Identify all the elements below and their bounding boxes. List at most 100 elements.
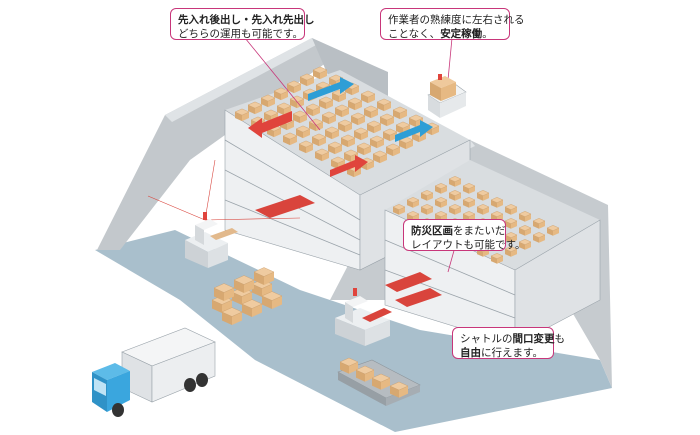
cargo-box bbox=[282, 132, 298, 146]
cargo-box bbox=[420, 204, 434, 215]
cargo-box bbox=[343, 149, 359, 163]
callout-stable-operation: 作業者の熟練度に左右される ことなく、安定稼働。 bbox=[380, 8, 525, 40]
cargo-box bbox=[504, 218, 518, 229]
callout-fire-line1-post: をまたいだ bbox=[453, 225, 506, 237]
cargo-box bbox=[234, 108, 250, 122]
cargo-box bbox=[353, 127, 369, 141]
callout-shuttle-line1-post: も bbox=[554, 333, 566, 345]
cargo-box bbox=[253, 267, 275, 285]
cargo-box bbox=[379, 113, 395, 127]
cargo-box bbox=[392, 106, 408, 120]
cargo-box bbox=[337, 119, 353, 133]
cargo-box bbox=[376, 98, 392, 112]
callout-stable-line2-bold: 安定稼働 bbox=[440, 28, 483, 40]
cargo-box bbox=[247, 101, 263, 115]
cargo-box bbox=[490, 253, 504, 264]
cargo-box bbox=[233, 275, 255, 293]
callout-shuttle-line1-bold: 間口変更 bbox=[512, 333, 555, 345]
cargo-box bbox=[318, 96, 334, 110]
cargo-box bbox=[241, 299, 263, 317]
truck bbox=[92, 327, 216, 417]
cargo-box bbox=[546, 225, 560, 236]
floor-pallet bbox=[211, 267, 283, 325]
cargo-box bbox=[295, 125, 311, 139]
cargo-box bbox=[389, 381, 409, 398]
cargo-box bbox=[299, 73, 315, 87]
cargo-box bbox=[518, 239, 532, 250]
callout-shuttle-width: シャトルの間口変更も 自由に行えます。 bbox=[452, 327, 565, 359]
callout-fifo-line1: 先入れ後出し・先入れ先出し bbox=[178, 14, 315, 26]
cargo-box bbox=[518, 225, 532, 236]
left-agv bbox=[185, 212, 238, 268]
cargo-box bbox=[490, 197, 504, 208]
cargo-box bbox=[276, 102, 292, 116]
cargo-box bbox=[324, 126, 340, 140]
cargo-box bbox=[340, 134, 356, 148]
right-rack bbox=[384, 160, 601, 346]
top-agv bbox=[427, 74, 467, 118]
callout-stable-line2-pre: ことなく、 bbox=[388, 28, 441, 40]
arrow-red-right-icon bbox=[330, 155, 368, 177]
cargo-box bbox=[221, 307, 243, 325]
cargo-box bbox=[369, 135, 385, 149]
cargo-box bbox=[347, 97, 363, 111]
cargo-box bbox=[406, 197, 420, 208]
cargo-box bbox=[504, 232, 518, 243]
cargo-box bbox=[312, 66, 328, 80]
left-wall bbox=[97, 38, 330, 250]
cargo-box bbox=[448, 190, 462, 201]
cargo-box bbox=[260, 94, 276, 108]
cargo-box bbox=[371, 373, 391, 390]
cargo-box bbox=[448, 176, 462, 187]
cargo-box bbox=[273, 87, 289, 101]
agv-laser-lines bbox=[147, 159, 301, 221]
cargo-box bbox=[363, 105, 379, 119]
cargo-box bbox=[385, 143, 401, 157]
direction-arrows bbox=[248, 77, 433, 177]
cargo-box bbox=[448, 204, 462, 215]
cargo-box bbox=[334, 104, 350, 118]
cargo-box bbox=[311, 133, 327, 147]
cargo-box bbox=[321, 111, 337, 125]
conveyor bbox=[337, 357, 421, 406]
callout-fire-line2: レイアウトも可能です。 bbox=[411, 239, 526, 251]
cargo-box bbox=[382, 128, 398, 142]
cargo-box bbox=[261, 291, 283, 309]
cargo-box bbox=[327, 141, 343, 155]
cargo-box bbox=[286, 80, 302, 94]
cargo-box bbox=[462, 183, 476, 194]
callout-fifo-line2: どちらの運用も可能です。 bbox=[178, 28, 303, 40]
cargo-box bbox=[360, 90, 376, 104]
cargo-box bbox=[532, 218, 546, 229]
cargo-box bbox=[434, 183, 448, 194]
callout-fifo: 先入れ後出し・先入れ先出し どちらの運用も可能です。 bbox=[170, 8, 315, 40]
cargo-box bbox=[355, 365, 375, 382]
cargo-box bbox=[504, 204, 518, 215]
callout-shuttle-line1-pre: シャトルの bbox=[460, 333, 513, 345]
shuttle-rails bbox=[255, 195, 442, 307]
cargo-box bbox=[356, 142, 372, 156]
arrow-red-left-icon bbox=[248, 111, 292, 138]
cargo-box bbox=[434, 197, 448, 208]
middle-agv bbox=[335, 288, 392, 346]
cargo-box bbox=[392, 204, 406, 215]
cargo-box bbox=[292, 110, 308, 124]
cargo-box bbox=[532, 232, 546, 243]
cargo-box bbox=[504, 246, 518, 257]
cargo-box bbox=[331, 89, 347, 103]
callout-fire-compartment: 防災区画をまたいだ レイアウトも可能です。 bbox=[403, 219, 525, 251]
callout-shuttle-line2-bold: 自由 bbox=[460, 347, 481, 359]
arrow-blue-top-icon bbox=[308, 77, 354, 101]
cargo-box bbox=[372, 150, 388, 164]
cargo-box bbox=[476, 204, 490, 215]
callout-shuttle-line2-post: に行えます。 bbox=[481, 347, 543, 359]
cargo-box bbox=[366, 120, 382, 134]
cargo-box bbox=[476, 190, 490, 201]
callout-fire-line1-bold: 防災区画 bbox=[411, 225, 453, 237]
cargo-box bbox=[339, 357, 359, 374]
cargo-box bbox=[350, 112, 366, 126]
callout-stable-line2-post: 。 bbox=[482, 28, 493, 40]
cargo-box bbox=[298, 140, 314, 154]
cargo-box bbox=[213, 283, 235, 301]
